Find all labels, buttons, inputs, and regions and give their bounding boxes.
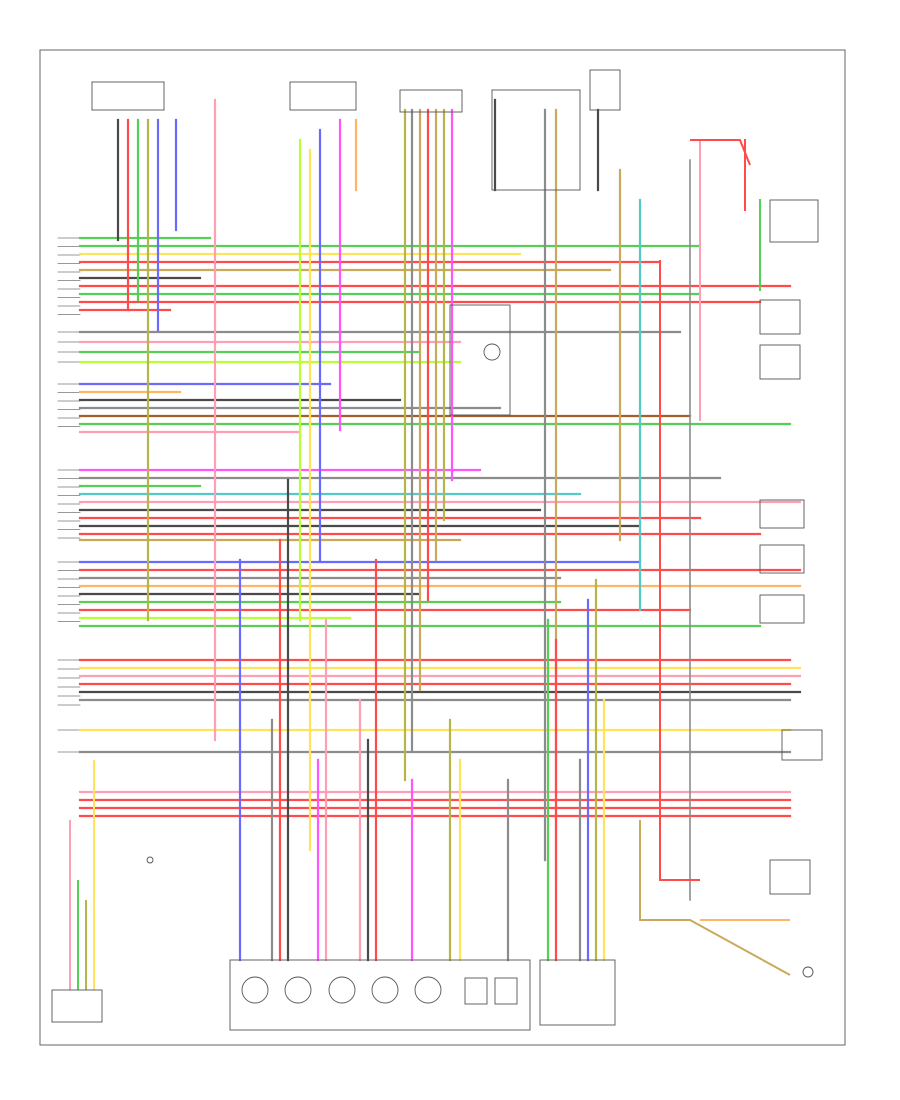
sensor-box bbox=[759, 594, 805, 624]
component-group bbox=[51, 69, 823, 1031]
indicator-box bbox=[494, 977, 518, 1005]
sensor-box bbox=[759, 544, 805, 574]
relay-box bbox=[91, 81, 165, 111]
throttle-position-sensor-box bbox=[449, 304, 511, 416]
sensor-box bbox=[781, 729, 823, 761]
sensor-box bbox=[759, 299, 801, 335]
gauge-symbol bbox=[328, 976, 356, 1004]
gauge-symbol bbox=[284, 976, 312, 1004]
ground-symbol bbox=[802, 966, 814, 978]
connector-block bbox=[589, 69, 621, 111]
fuse-box bbox=[491, 89, 581, 191]
indicator-box bbox=[464, 977, 488, 1005]
connector-block bbox=[399, 89, 463, 113]
diagram-frame bbox=[39, 49, 846, 1046]
sensor-box bbox=[759, 499, 805, 529]
splice-symbol bbox=[146, 856, 154, 864]
riser-wire bbox=[659, 260, 700, 881]
riser-wire bbox=[690, 139, 751, 166]
sensor-box bbox=[769, 859, 811, 895]
gauge-symbol bbox=[414, 976, 442, 1004]
wire-group bbox=[57, 98, 802, 990]
sensor-box bbox=[769, 199, 819, 243]
lower-left-connector bbox=[51, 989, 103, 1023]
riser-wire bbox=[639, 820, 791, 976]
gauge-symbol bbox=[371, 976, 399, 1004]
gauge-symbol bbox=[241, 976, 269, 1004]
relay-box bbox=[289, 81, 357, 111]
sensor-box bbox=[759, 344, 801, 380]
transmission-solenoid-box bbox=[539, 959, 616, 1026]
sensor-symbol bbox=[483, 343, 501, 361]
instrument-cluster-box bbox=[229, 959, 531, 1031]
